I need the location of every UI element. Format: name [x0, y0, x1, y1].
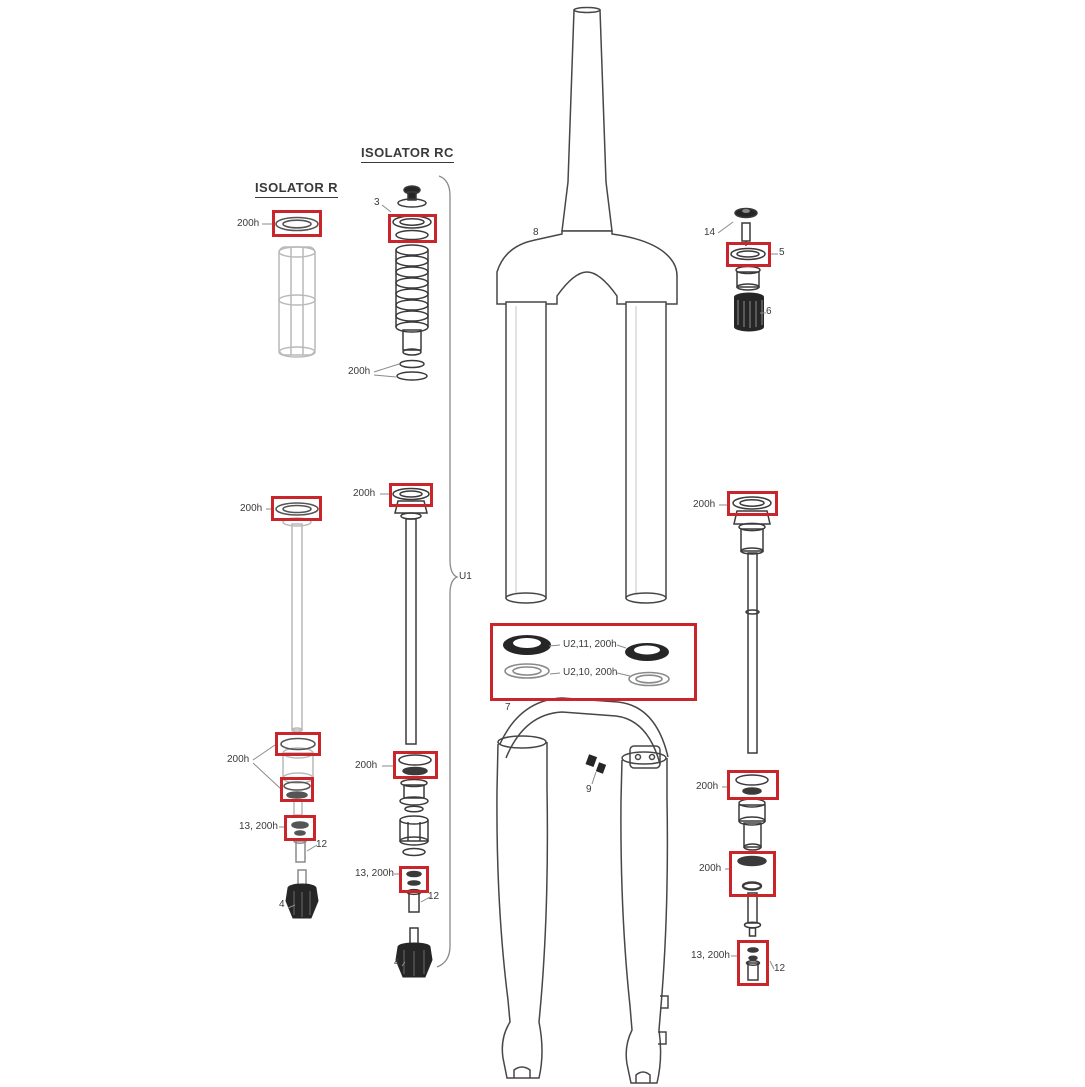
label-iso-rc-washers: 200h [348, 366, 371, 377]
label-iso-rc-piston: 200h [355, 760, 378, 771]
highlight-air-sealhead [729, 851, 776, 897]
label-iso-r-part-12: 12 [316, 839, 328, 850]
label-iso-rc-bolt: 13, 200h [355, 868, 394, 879]
highlight-iso-rc-mid-seal [389, 483, 433, 507]
label-part-5: 5 [779, 247, 785, 258]
label-part-9: 9 [586, 784, 592, 795]
label-foam-rings: U2,10, 200h [563, 667, 618, 678]
highlight-wiper-seals [490, 623, 697, 701]
highlight-iso-r-top-seal [272, 210, 322, 237]
highlight-iso-r-mid-seal [271, 496, 322, 521]
label-part-8: 8 [533, 227, 539, 238]
air-spring-art [730, 207, 772, 981]
leader-lines-art [252, 204, 778, 970]
label-iso-r-sealhead: 200h [227, 754, 250, 765]
isolator-r-seals-art [275, 216, 319, 836]
fork-upper-art [496, 6, 678, 604]
highlight-iso-r-bolt [284, 815, 316, 841]
label-part-7: 7 [505, 702, 511, 713]
label-air-piston: 200h [696, 781, 719, 792]
highlight-iso-rc-bolt [399, 866, 429, 893]
label-iso-rc-part-4: 4 [394, 957, 400, 968]
label-air-sealhead: 200h [699, 863, 722, 874]
heading-isolator-rc: ISOLATOR RC [361, 145, 454, 163]
highlight-air-top-seal [726, 242, 771, 267]
label-iso-r-part-4: 4 [279, 899, 285, 910]
label-air-part-12: 12 [774, 963, 786, 974]
label-u1: U1 [459, 571, 472, 582]
highlight-iso-rc-piston [393, 751, 438, 779]
fork-lower-art [496, 697, 669, 1084]
u1-bracket-art [436, 175, 459, 968]
label-iso-rc-mid-seal: 200h [353, 488, 376, 499]
highlight-iso-r-sealhead [275, 732, 321, 756]
label-iso-r-top-seal: 200h [237, 218, 260, 229]
label-air-mid-seal: 200h [693, 499, 716, 510]
label-dust-seals: U2,11, 200h [563, 639, 617, 650]
label-iso-r-mid-seal: 200h [240, 503, 263, 514]
label-part-3: 3 [374, 197, 380, 208]
wiper-seals-art [503, 635, 670, 687]
highlight-air-bolt [737, 940, 769, 986]
label-air-bolt: 13, 200h [691, 950, 730, 961]
highlight-air-mid-seal [727, 491, 778, 516]
label-part-6: 6 [766, 306, 772, 317]
highlight-iso-rc-washers [388, 214, 437, 243]
heading-isolator-r: ISOLATOR R [255, 180, 338, 198]
isolator-rc-art [392, 185, 432, 947]
isolator-rc-knob-art [395, 942, 433, 978]
highlight-iso-r-rings [280, 777, 314, 802]
label-part-14: 14 [704, 227, 716, 238]
isolator-r-knob-art [285, 883, 319, 919]
arch-bolts-art [585, 754, 607, 774]
label-iso-r-bolt: 13, 200h [239, 821, 278, 832]
label-iso-rc-part-12: 12 [428, 891, 440, 902]
highlight-air-piston [727, 770, 779, 800]
